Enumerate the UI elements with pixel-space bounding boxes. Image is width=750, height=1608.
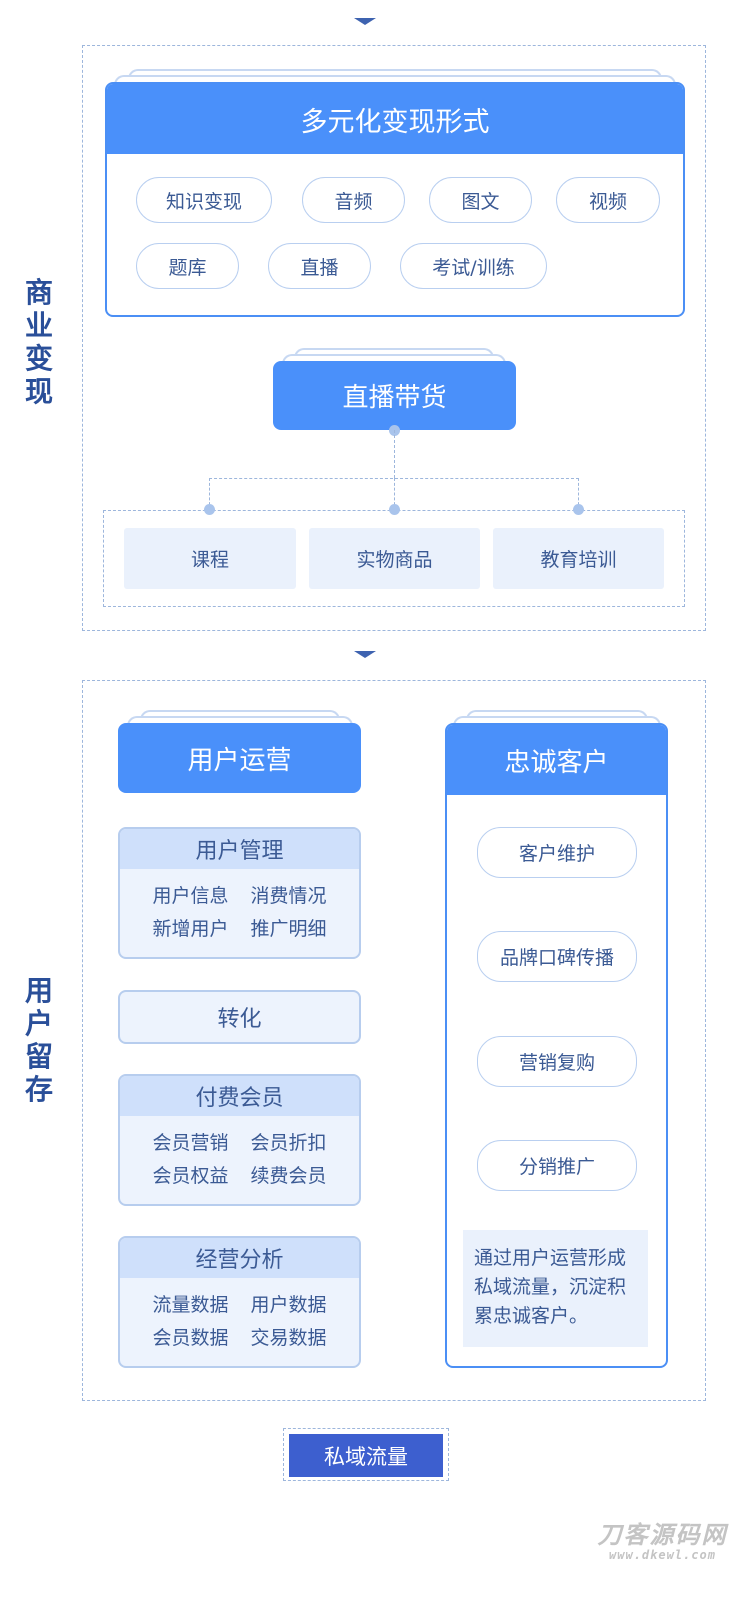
forms-card-title: 多元化变现形式 (107, 84, 683, 154)
group-item: 流量数据 (152, 1294, 229, 1316)
form-pill: 视频 (556, 177, 660, 223)
live-item: 实物商品 (309, 528, 480, 589)
section-retention (82, 680, 706, 1401)
group-item: 消费情况 (250, 885, 327, 907)
form-pill: 音频 (302, 177, 405, 223)
watermark-logo: 刀客源码网 www.dkewl.com (585, 1522, 740, 1562)
section-label: 商业变现 (24, 276, 53, 408)
group-item: 会员数据 (152, 1327, 229, 1349)
section-label: 用户留存 (24, 974, 53, 1106)
connector-dot (204, 504, 215, 515)
form-pill: 图文 (429, 177, 532, 223)
form-pill: 知识变现 (136, 177, 272, 223)
loyal-item: 营销复购 (477, 1036, 637, 1087)
group-title: 经营分析 (120, 1238, 359, 1278)
connector-dot (389, 504, 400, 515)
group-user-management: 用户管理 用户信息 消费情况 新增用户 推广明细 (118, 827, 361, 959)
connector-line (394, 478, 395, 510)
loyal-title: 忠诚客户 (447, 725, 666, 795)
group-item: 新增用户 (152, 918, 229, 940)
loyal-item: 分销推广 (477, 1140, 637, 1191)
connector-dot (573, 504, 584, 515)
private-traffic-box: 私域流量 (289, 1434, 443, 1477)
group-title: 用户管理 (120, 829, 359, 869)
group-paid-members: 付费会员 会员营销 会员折扣 会员权益 续费会员 (118, 1074, 361, 1206)
loyal-item: 客户维护 (477, 827, 637, 878)
connector-line (394, 430, 395, 478)
group-title: 付费会员 (120, 1076, 359, 1116)
live-item: 课程 (124, 528, 296, 589)
watermark-url: www.dkewl.com (609, 1548, 716, 1562)
user-ops-box: 用户运营 (118, 723, 361, 793)
live-item: 教育培训 (493, 528, 664, 589)
group-item: 会员折扣 (250, 1132, 327, 1154)
group-item: 推广明细 (250, 918, 327, 940)
note-text: 通过用户运营形成私域流量，沉淀积累忠诚客户。 (463, 1230, 648, 1347)
group-item: 会员权益 (152, 1165, 229, 1187)
group-business-analysis: 经营分析 流量数据 用户数据 会员数据 交易数据 (118, 1236, 361, 1368)
group-item: 续费会员 (250, 1165, 327, 1187)
down-arrow-icon (354, 18, 376, 25)
form-pill: 题库 (136, 243, 239, 289)
loyal-item: 品牌口碑传播 (477, 931, 637, 982)
form-pill: 直播 (268, 243, 371, 289)
group-conversion: 转化 (118, 990, 361, 1044)
group-item: 交易数据 (250, 1327, 327, 1349)
group-item: 用户数据 (250, 1294, 327, 1316)
group-item: 会员营销 (152, 1132, 229, 1154)
down-arrow-icon (354, 651, 376, 658)
form-pill: 考试/训练 (400, 243, 547, 289)
group-item: 用户信息 (152, 885, 229, 907)
private-traffic-frame (283, 1428, 449, 1481)
watermark-name: 刀客源码网 (597, 1521, 728, 1549)
section-monetization (82, 45, 706, 631)
live-commerce-box: 直播带货 (273, 361, 516, 430)
